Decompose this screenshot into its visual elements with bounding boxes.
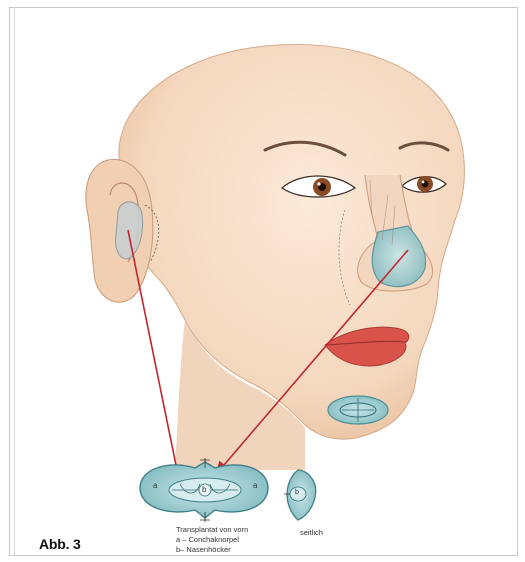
graft-label-b: b <box>202 485 206 494</box>
figure-label: Abb. 3 <box>39 536 81 552</box>
graft-side-view <box>284 470 316 520</box>
legend-b: b– Nasenhöcker <box>176 545 231 554</box>
chin-graft-site <box>328 396 388 424</box>
legend-a: a – Conchaknorpel <box>176 535 239 544</box>
graft-side-label-b: b <box>295 488 299 497</box>
graft-label-a-left: a <box>153 481 157 490</box>
caption-front: Transplantat von vorn <box>176 525 248 534</box>
graft-label-a-right: a <box>253 481 257 490</box>
caption-side: seitlich <box>300 528 323 537</box>
